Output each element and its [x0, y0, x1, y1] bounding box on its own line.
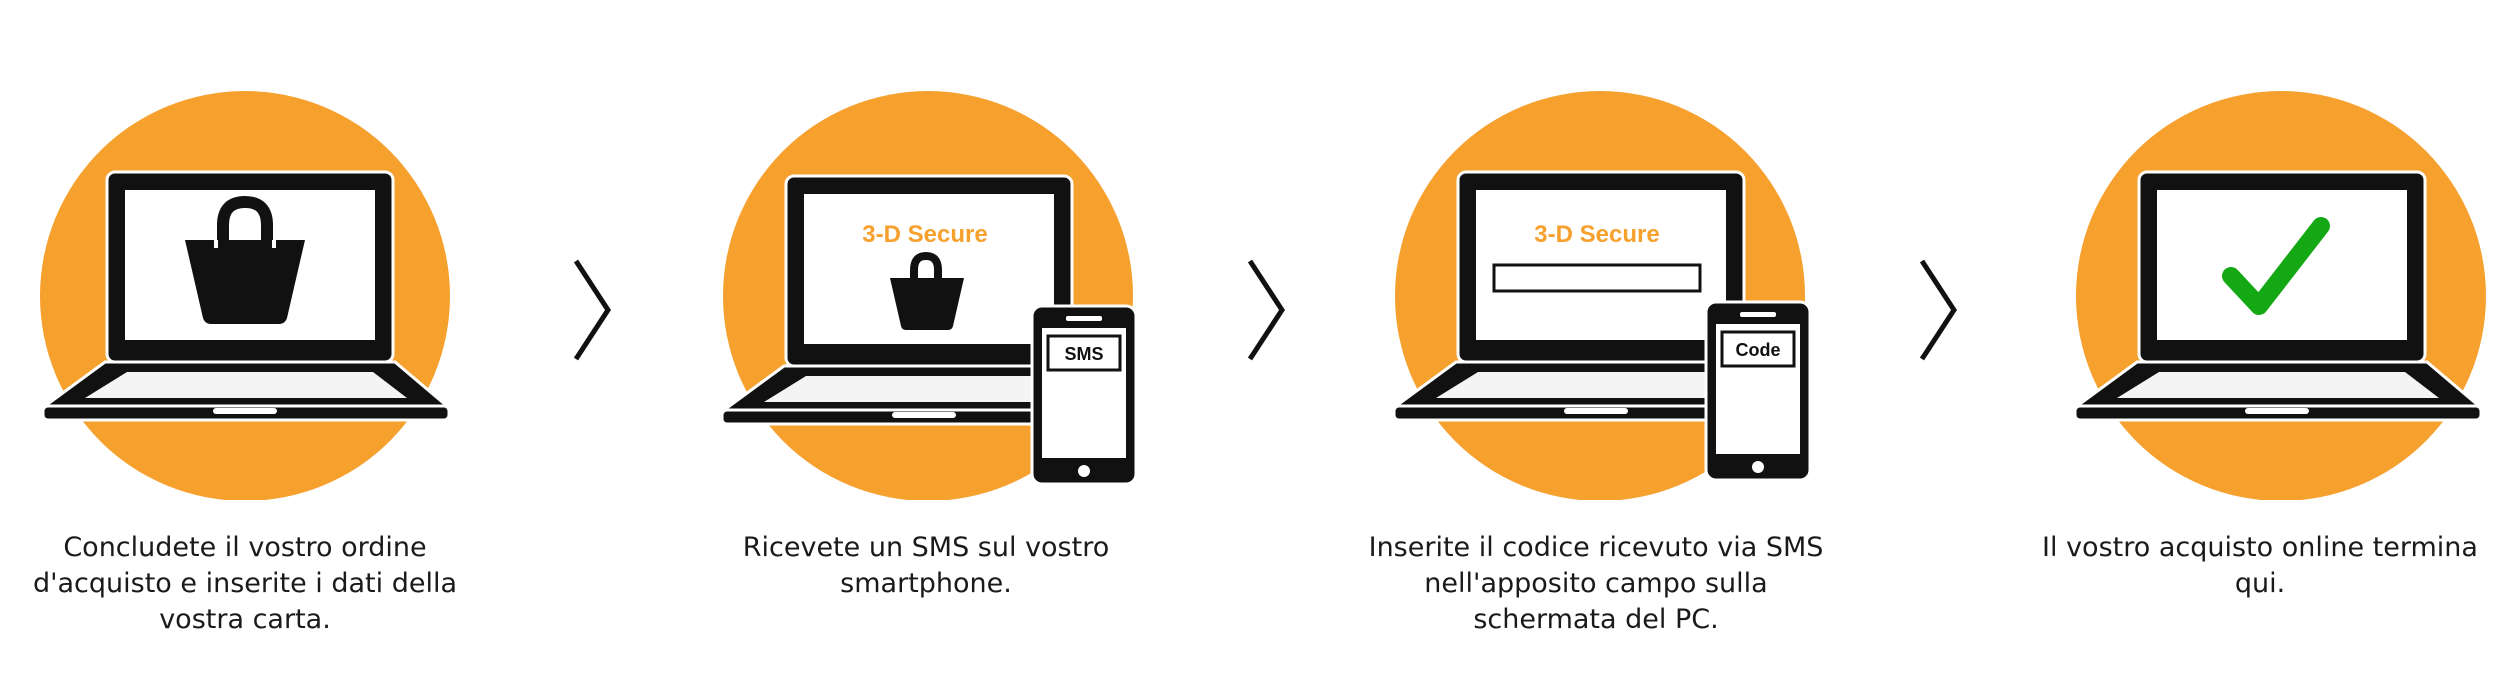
- step-2-caption: Ricevete un SMS sul vostro smartphone.: [742, 532, 1110, 599]
- smartphone-icon: [1030, 304, 1138, 486]
- smartphone-icon: [1704, 300, 1810, 482]
- code-input-box: [1492, 263, 1702, 293]
- laptop-icon: [719, 174, 1131, 426]
- step-4-illustration: [2072, 91, 2486, 500]
- checkmark-icon: [2222, 217, 2330, 315]
- chevron-right-icon: [573, 259, 611, 361]
- phone-label: Code: [1736, 340, 1781, 360]
- laptop-icon: [40, 170, 452, 422]
- step-1-illustration: [40, 91, 452, 500]
- step-3-illustration: 3-D Secure Code: [1391, 91, 1810, 500]
- screen-title: 3-D Secure: [862, 221, 987, 248]
- step-3-caption: Inserite il codice ricevuto via SMS nell…: [1368, 532, 1824, 635]
- shopping-bag-icon: [890, 251, 964, 330]
- chevron-right-icon: [1919, 259, 1957, 361]
- screen-title: 3-D Secure: [1534, 221, 1659, 248]
- step-1-caption: Concludete il vostro ordine d'acquisto e…: [32, 532, 458, 635]
- step-4-caption: Il vostro acquisto online termina qui.: [2042, 532, 2478, 599]
- phone-label: SMS: [1064, 344, 1103, 364]
- step-2-illustration: 3-D Secure SMS: [719, 91, 1138, 500]
- chevron-right-icon: [1247, 259, 1285, 361]
- shopping-bag-icon: [185, 195, 305, 324]
